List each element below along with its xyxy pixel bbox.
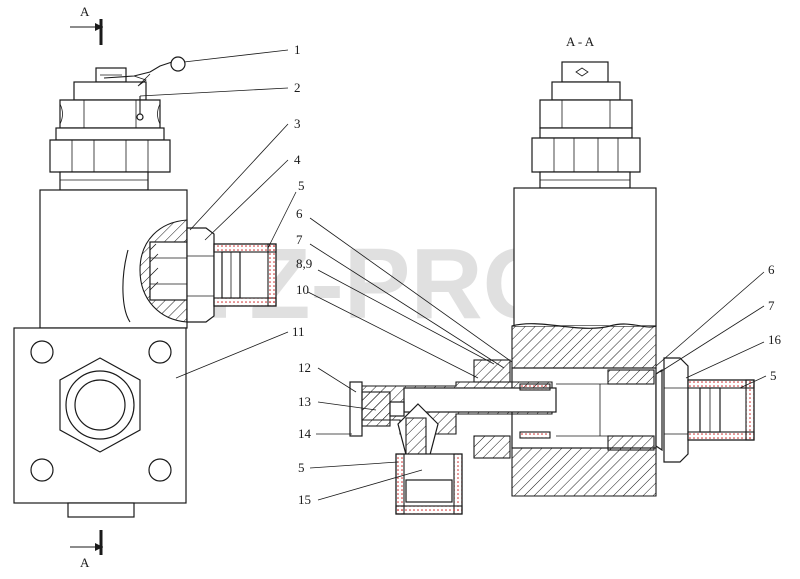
adjusting-screw-stack (49, 67, 171, 191)
callout-3: 3 (294, 116, 301, 131)
section-flange-top (511, 325, 657, 369)
callout-15: 15 (298, 492, 311, 507)
callout-7-top: 7 (296, 232, 303, 247)
callout-6-right: 6 (768, 262, 775, 277)
valve-body (39, 189, 188, 329)
section-mark-label-bottom: A (80, 555, 90, 570)
callout-14: 14 (298, 426, 312, 441)
callout-12: 12 (298, 360, 311, 375)
callout-11: 11 (292, 324, 305, 339)
mounting-flange (13, 327, 187, 518)
section-banjo-fitting (349, 359, 557, 515)
section-screw-stack (531, 61, 641, 189)
right-side-leaders (655, 271, 767, 389)
side-fitting (186, 227, 277, 323)
right-top-leaders (307, 217, 513, 379)
callout-8-9: 8,9 (296, 256, 312, 271)
callout-4: 4 (294, 152, 301, 167)
callout-10: 10 (296, 282, 309, 297)
section-upper-body (513, 187, 657, 327)
right-view: A - A (296, 34, 782, 515)
section-mark-label-top: A (80, 4, 90, 19)
seal-wire (103, 56, 186, 121)
callout-16: 16 (768, 332, 782, 347)
callout-5-bottom: 5 (298, 460, 305, 475)
section-side-fitting (655, 357, 755, 463)
callout-5-right: 5 (770, 368, 777, 383)
callout-1: 1 (294, 42, 301, 57)
callout-7-right: 7 (768, 298, 775, 313)
left-leaders (139, 49, 297, 379)
callout-13: 13 (298, 394, 311, 409)
callout-2: 2 (294, 80, 301, 95)
section-mark-bottom: A (70, 530, 103, 570)
callout-6-top: 6 (296, 206, 303, 221)
bottom-left-leaders (309, 367, 423, 501)
section-title: A - A (566, 34, 595, 49)
section-mark-top: A (70, 4, 103, 45)
left-view: A A (13, 4, 305, 570)
section-flange-bottom (511, 447, 657, 497)
callout-5-left: 5 (298, 178, 305, 193)
